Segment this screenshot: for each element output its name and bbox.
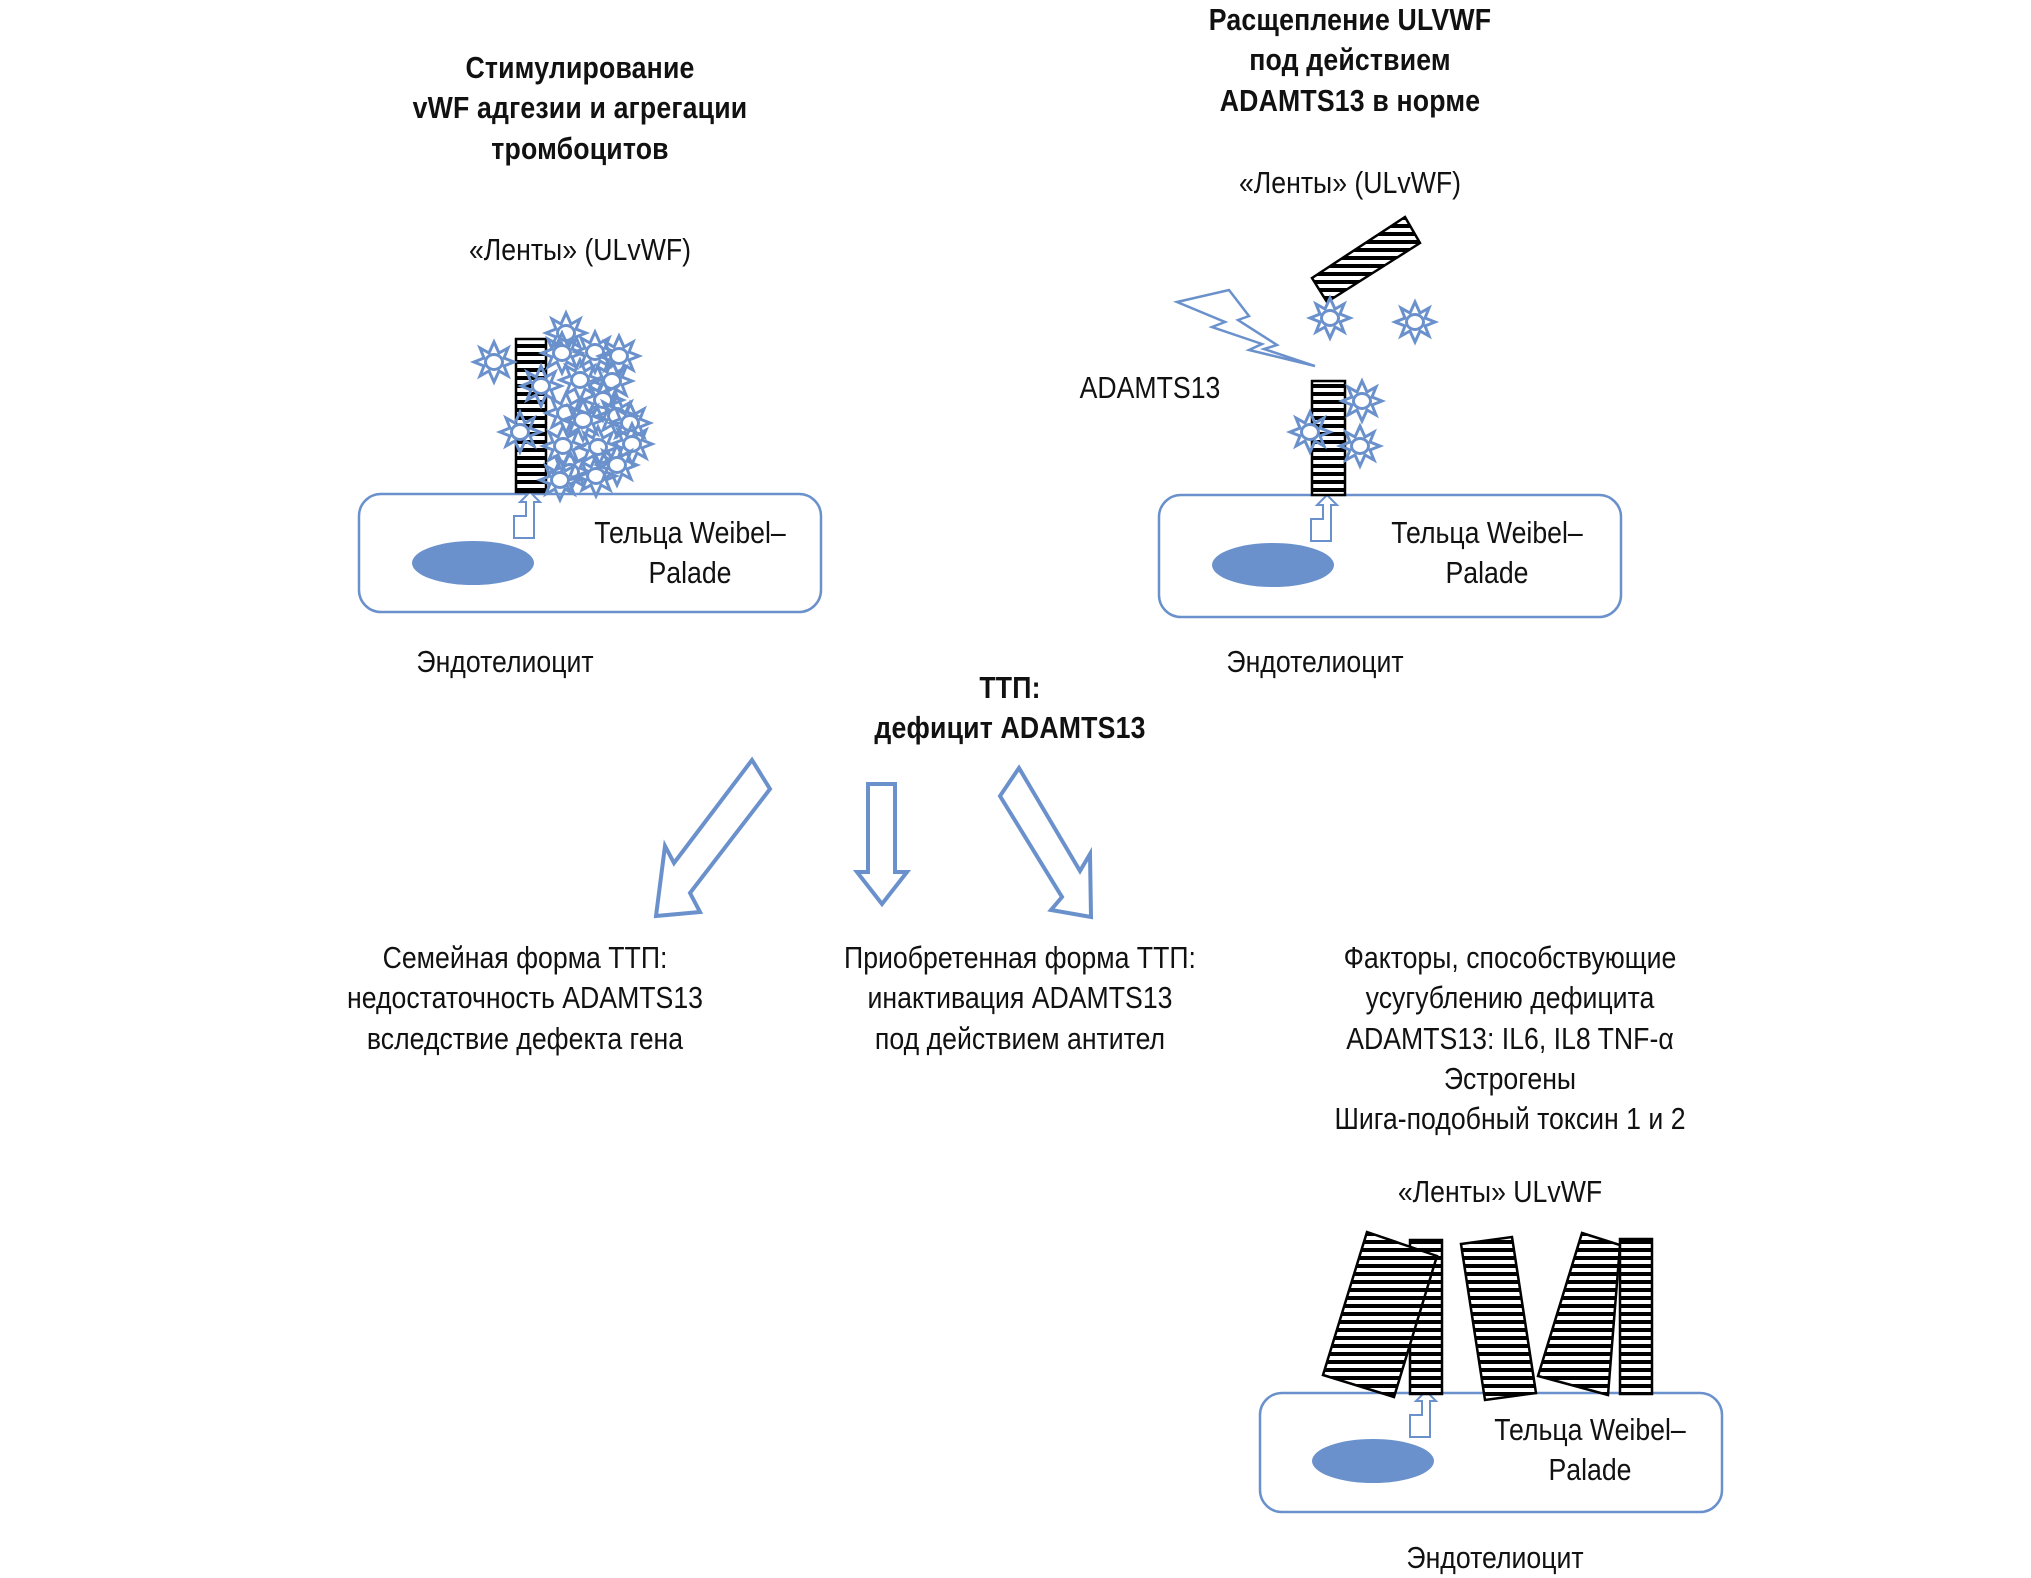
vwf-ribbon-icon bbox=[1536, 1231, 1622, 1397]
platelet-icon bbox=[1308, 296, 1352, 340]
enzyme-label: ADAMTS13 bbox=[1079, 370, 1221, 405]
platelet-icon bbox=[472, 340, 516, 384]
vwf-ribbon-icon bbox=[1459, 1235, 1538, 1402]
branch-acquired: Приобретенная форма ТТП: инактивация ADA… bbox=[844, 940, 1196, 1056]
right-panel-title: Расщепление ULVWF под действием ADAMTS13… bbox=[1208, 2, 1492, 118]
left-panel-title: Стимулирование vWF адгезии и агрегации т… bbox=[412, 50, 748, 166]
nucleus-icon bbox=[412, 541, 534, 585]
exocytosis-arrow-icon bbox=[513, 490, 543, 539]
lightning-icon bbox=[1172, 288, 1316, 368]
platelet-icon bbox=[1393, 300, 1437, 344]
branch-familial: Семейная форма ТТП: недостаточность ADAM… bbox=[346, 940, 704, 1056]
branch-arrows bbox=[653, 756, 1094, 920]
bottom-panel bbox=[1258, 1230, 1724, 1514]
vwf-ribbon-icon bbox=[1618, 1237, 1654, 1396]
platelet-icon bbox=[1340, 379, 1384, 423]
nucleus-icon bbox=[1312, 1439, 1434, 1483]
arrow-down-icon bbox=[852, 782, 912, 908]
left-cell-label: Эндотелиоцит bbox=[416, 644, 594, 679]
arrow-down-left-icon bbox=[653, 756, 773, 919]
right-cell-body-label: Тельца Weibel– Palade bbox=[1391, 515, 1583, 591]
center-title: ТТП: дефицит ADAMTS13 bbox=[874, 670, 1146, 746]
left-ribbons-label: «Ленты» (ULvWF) bbox=[468, 232, 692, 267]
cleaved-ribbon-icon bbox=[1310, 215, 1422, 304]
platelet-cluster bbox=[472, 311, 654, 502]
left-panel bbox=[357, 311, 823, 614]
bottom-ribbons-label: «Ленты» ULvWF bbox=[1397, 1174, 1603, 1209]
exocytosis-arrow-icon bbox=[1310, 493, 1340, 542]
arrow-down-right-icon bbox=[997, 764, 1094, 920]
vwf-ribbon-icon bbox=[1321, 1230, 1439, 1399]
exocytosis-arrow-icon bbox=[1409, 1389, 1439, 1438]
nucleus-icon bbox=[1212, 543, 1334, 587]
right-ribbons-label: «Ленты» (ULvWF) bbox=[1238, 165, 1462, 200]
left-cell-body-label: Тельца Weibel– Palade bbox=[594, 515, 786, 591]
right-cell-label: Эндотелиоцит bbox=[1226, 644, 1404, 679]
bottom-cell-label: Эндотелиоцит bbox=[1406, 1540, 1584, 1575]
right-panel bbox=[1157, 215, 1623, 619]
branch-factors: Факторы, способствующие усугублению дефи… bbox=[1334, 940, 1686, 1137]
bottom-cell-body-label: Тельца Weibel– Palade bbox=[1494, 1412, 1686, 1488]
